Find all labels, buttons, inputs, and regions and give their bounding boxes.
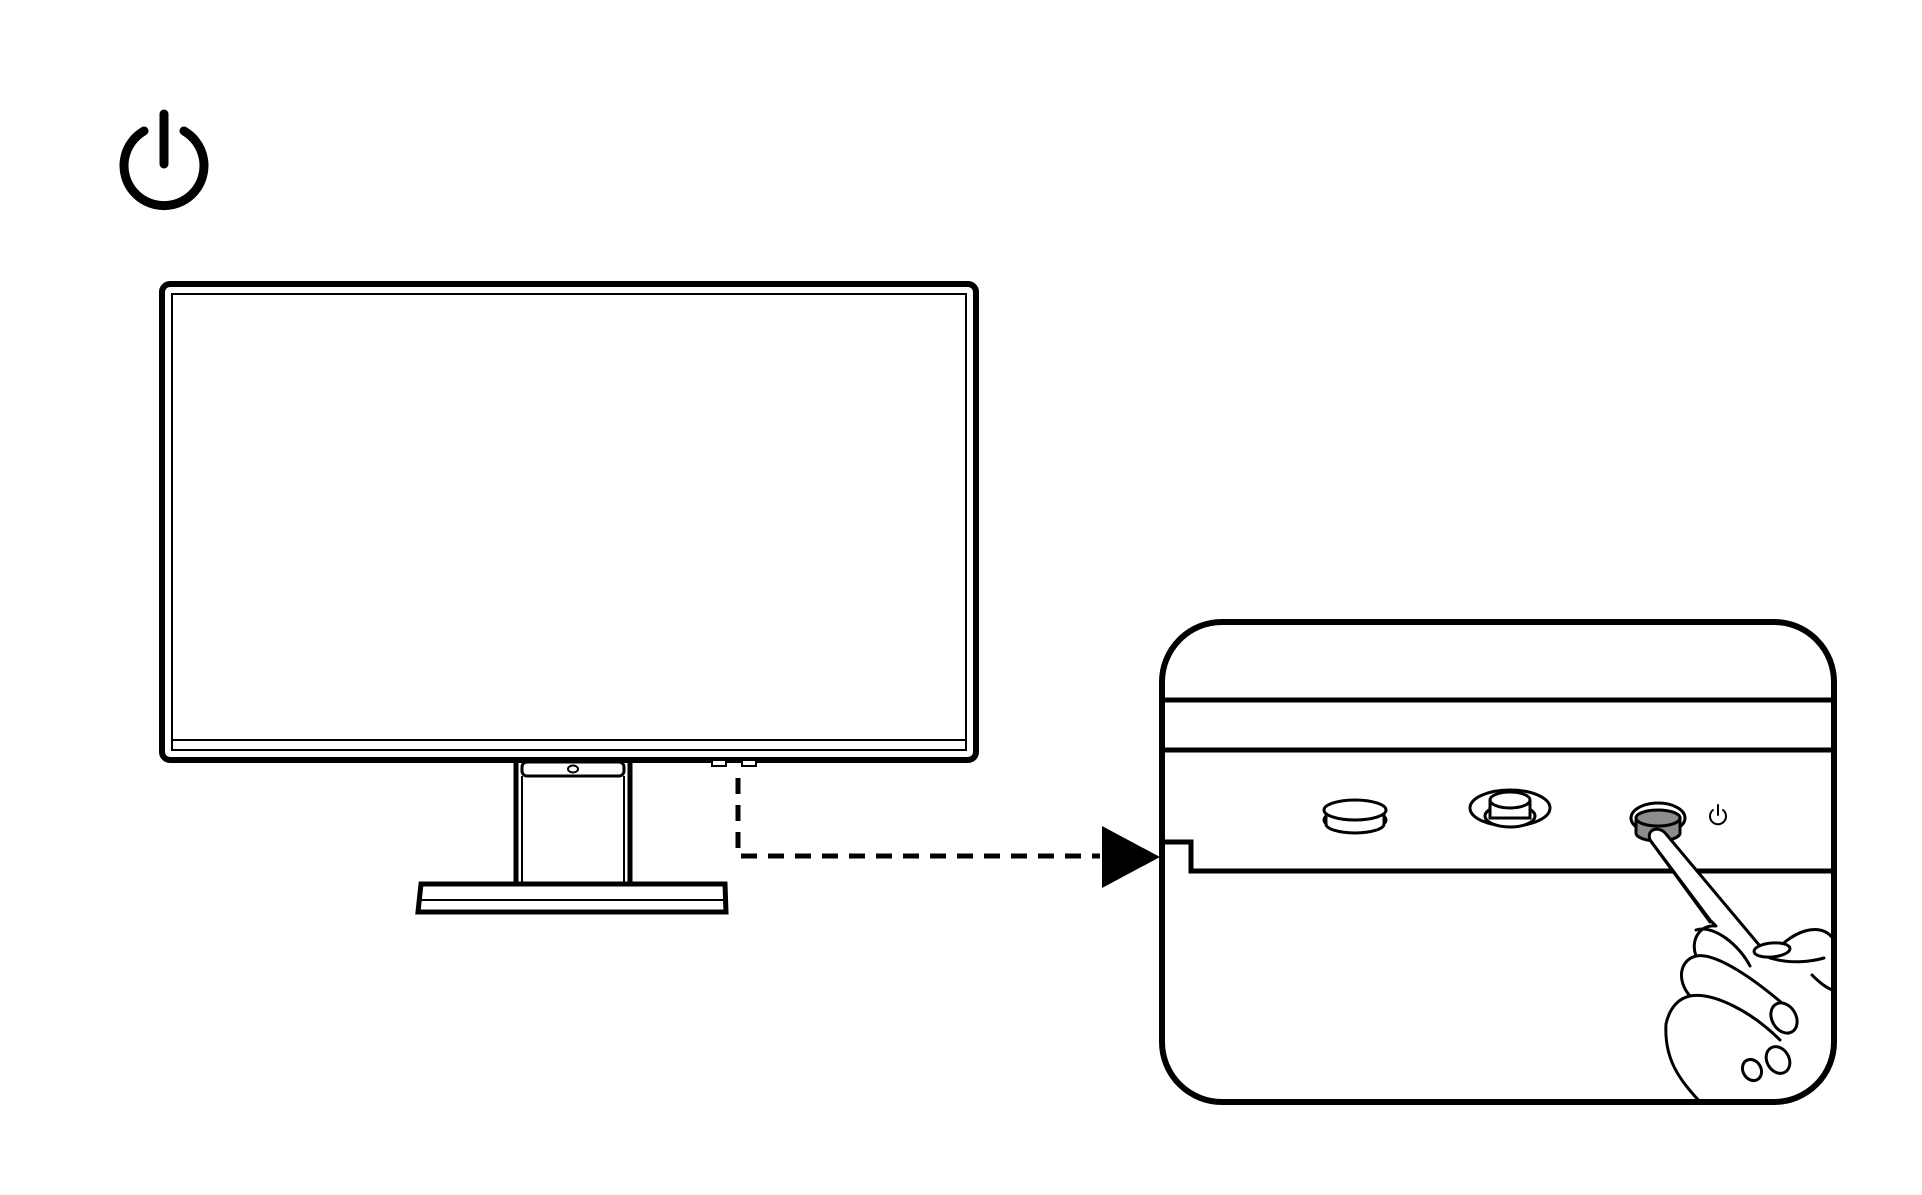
closeup-frame [1159, 619, 1837, 1105]
small-power-icon [1709, 804, 1727, 826]
power-icon [119, 109, 209, 211]
monitor-stand-base [415, 881, 729, 915]
pointing-hand-icon [1647, 827, 1834, 1102]
button-closeup [1159, 619, 1837, 1105]
monitor-underside-button-left [711, 759, 727, 767]
monitor-bezel [159, 281, 979, 763]
arrow-head [1102, 826, 1160, 888]
monitor-screen [171, 293, 967, 751]
monitor-led [567, 764, 579, 774]
closeup-joystick-button [1468, 788, 1552, 829]
dashed-callout-arrow [735, 778, 1160, 888]
monitor [159, 281, 979, 915]
monitor-underside-button-right [741, 759, 757, 767]
closeup-bezel-edge [1162, 839, 1834, 874]
closeup-button-1 [1322, 798, 1388, 835]
